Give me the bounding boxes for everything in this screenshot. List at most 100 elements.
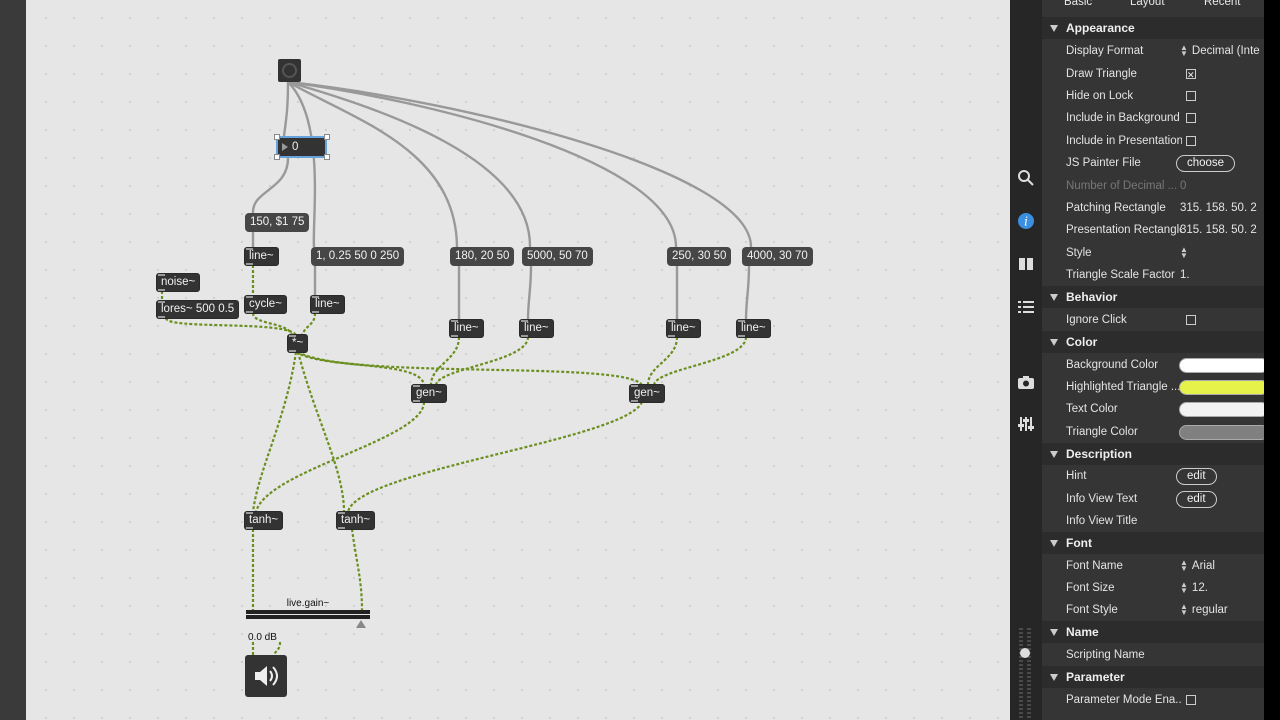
include-background-checkbox[interactable] bbox=[1186, 113, 1196, 123]
ignore-click-checkbox[interactable] bbox=[1186, 315, 1196, 325]
triangle-down-icon bbox=[1050, 339, 1058, 347]
message-cord bbox=[251, 157, 290, 214]
object-tanh1[interactable]: tanh~ bbox=[245, 512, 283, 529]
message-box-m5[interactable]: 250, 30 50 bbox=[667, 247, 732, 266]
clipboard-icon[interactable] bbox=[1017, 255, 1035, 273]
selection-handle[interactable] bbox=[324, 154, 330, 160]
triangle-down-icon bbox=[1050, 451, 1058, 459]
row-style[interactable]: Style▲▼ bbox=[1066, 244, 1188, 260]
signal-cord bbox=[251, 351, 298, 513]
section-description[interactable]: Description bbox=[1042, 443, 1264, 465]
row-text-color[interactable]: Text Color bbox=[1042, 398, 1269, 420]
hl-triangle-swatch[interactable] bbox=[1179, 380, 1269, 395]
hide-on-lock-checkbox[interactable] bbox=[1186, 91, 1196, 101]
gain-slider-handle[interactable] bbox=[356, 620, 366, 628]
object-noise[interactable]: noise~ bbox=[157, 274, 200, 291]
section-appearance[interactable]: Appearance bbox=[1042, 17, 1264, 39]
object-cycle[interactable]: cycle~ bbox=[245, 296, 286, 313]
svg-text:i: i bbox=[1024, 215, 1028, 229]
param-mode-checkbox[interactable] bbox=[1186, 695, 1196, 705]
section-name[interactable]: Name bbox=[1042, 621, 1264, 643]
object-tanh2[interactable]: tanh~ bbox=[337, 512, 375, 529]
meter-knob[interactable] bbox=[1020, 648, 1030, 658]
row-font-size[interactable]: Font Size▲▼12. bbox=[1066, 579, 1208, 595]
section-font[interactable]: Font bbox=[1042, 532, 1264, 554]
gain-label: live.gain~ bbox=[286, 598, 330, 609]
row-triangle-color[interactable]: Triangle Color bbox=[1042, 421, 1269, 443]
mixer-icon[interactable] bbox=[1017, 415, 1035, 433]
object-gen1[interactable]: gen~ bbox=[412, 385, 446, 402]
tab-recent[interactable]: Recent bbox=[1204, 0, 1241, 8]
object-line3[interactable]: line~ bbox=[450, 320, 483, 337]
row-info-view-title[interactable]: Info View Title bbox=[1066, 515, 1138, 527]
message-box-m6[interactable]: 4000, 30 70 bbox=[742, 247, 813, 266]
selection-handle[interactable] bbox=[274, 134, 280, 140]
object-line1[interactable]: line~ bbox=[245, 248, 278, 265]
row-param-mode[interactable]: Parameter Mode Ena... bbox=[1042, 689, 1264, 711]
row-include-background[interactable]: Include in Background bbox=[1042, 107, 1264, 129]
object-mult[interactable]: *~ bbox=[288, 335, 308, 352]
message-box-m3[interactable]: 180, 20 50 bbox=[450, 247, 515, 266]
signal-cord bbox=[254, 401, 426, 513]
row-draw-triangle[interactable]: Draw Triangle bbox=[1042, 63, 1264, 86]
message-cord bbox=[744, 265, 751, 321]
object-line6[interactable]: line~ bbox=[737, 320, 770, 337]
section-parameter[interactable]: Parameter bbox=[1042, 666, 1264, 688]
search-icon[interactable] bbox=[1017, 169, 1035, 187]
row-hide-on-lock[interactable]: Hide on Lock bbox=[1042, 85, 1264, 107]
message-cord bbox=[287, 80, 678, 248]
triangle-down-icon bbox=[1050, 540, 1058, 548]
selection-handle[interactable] bbox=[274, 154, 280, 160]
message-box-m4[interactable]: 5000, 50 70 bbox=[522, 247, 593, 266]
object-lores[interactable]: lores~ 500 0.5 bbox=[157, 301, 239, 318]
info-view-text-edit-button[interactable]: edit bbox=[1176, 491, 1217, 508]
choose-button[interactable]: choose bbox=[1176, 155, 1236, 172]
object-line2[interactable]: line~ bbox=[311, 296, 344, 313]
row-display-format[interactable]: Display Format▲▼Decimal (Inte bbox=[1066, 42, 1260, 58]
section-behavior[interactable]: Behavior bbox=[1042, 286, 1264, 308]
object-gen2[interactable]: gen~ bbox=[630, 385, 664, 402]
patch-cords bbox=[160, 80, 753, 656]
row-hl-triangle[interactable]: Highlighted Triangle ... bbox=[1042, 376, 1269, 398]
tab-layout[interactable]: Layout bbox=[1130, 0, 1165, 8]
bang-button[interactable] bbox=[278, 59, 301, 82]
text-color-swatch[interactable] bbox=[1179, 402, 1269, 417]
row-bg-color[interactable]: Background Color bbox=[1042, 354, 1269, 376]
row-include-presentation[interactable]: Include in Presentation bbox=[1042, 130, 1264, 152]
gain-db-readout: 0.0 dB bbox=[248, 632, 277, 643]
object-line5[interactable]: line~ bbox=[667, 320, 700, 337]
signal-cord bbox=[296, 351, 346, 513]
object-line4[interactable]: line~ bbox=[520, 320, 553, 337]
signal-cord bbox=[434, 336, 530, 386]
live-gain[interactable]: live.gain~ 0.0 dB bbox=[246, 598, 370, 644]
hint-edit-button[interactable]: edit bbox=[1176, 468, 1217, 485]
row-scripting-name[interactable]: Scripting Name bbox=[1066, 649, 1145, 661]
message-box-m2[interactable]: 1, 0.25 50 0 250 bbox=[311, 247, 405, 266]
draw-triangle-checkbox[interactable] bbox=[1186, 64, 1196, 86]
include-presentation-checkbox[interactable] bbox=[1186, 136, 1196, 146]
bg-color-swatch[interactable] bbox=[1179, 358, 1269, 373]
camera-icon[interactable] bbox=[1017, 373, 1035, 391]
speaker-icon bbox=[255, 666, 278, 686]
number-box[interactable]: 0 bbox=[276, 136, 327, 158]
row-font-style[interactable]: Font Style▲▼regular bbox=[1066, 601, 1228, 617]
message-box-m1[interactable]: 150, $1 75 bbox=[245, 213, 310, 232]
ezdac-speaker[interactable] bbox=[245, 655, 287, 697]
info-icon[interactable]: i bbox=[1017, 212, 1035, 230]
row-font-name[interactable]: Font Name▲▼Arial bbox=[1066, 557, 1215, 573]
inspector-scrollbar[interactable] bbox=[1264, 0, 1280, 720]
patcher-canvas[interactable]: 0 150, $1 75 1, 0.25 50 0 250 180, 20 50… bbox=[26, 0, 1010, 720]
row-ignore-click[interactable]: Ignore Click bbox=[1042, 309, 1264, 331]
section-color[interactable]: Color bbox=[1042, 331, 1264, 353]
triangle-color-swatch[interactable] bbox=[1179, 425, 1269, 440]
tab-basic[interactable]: Basic bbox=[1064, 0, 1093, 8]
list-icon[interactable] bbox=[1017, 298, 1035, 316]
message-cord bbox=[287, 80, 459, 248]
selection-handle[interactable] bbox=[324, 134, 330, 140]
